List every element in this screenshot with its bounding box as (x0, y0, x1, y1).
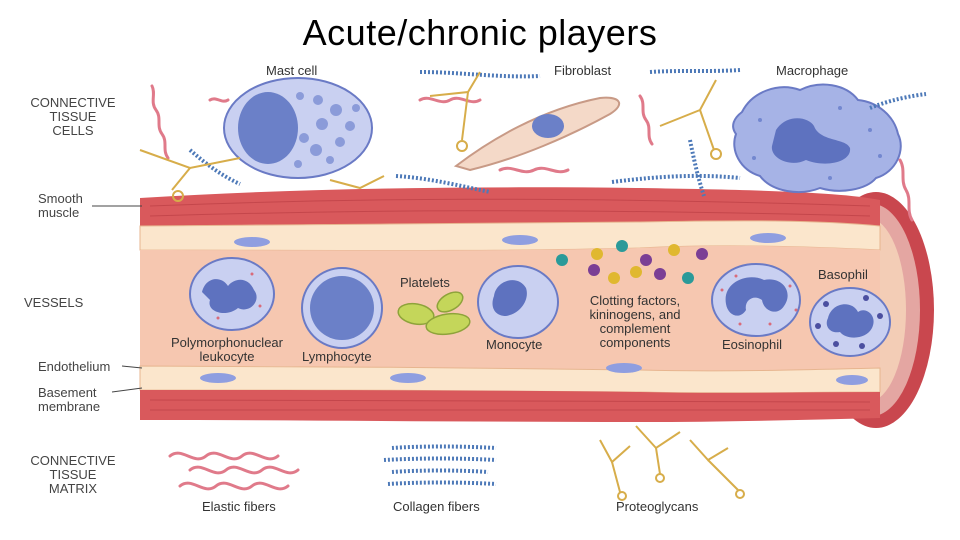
vessel-upper-wall (140, 187, 880, 226)
endothelial-nuclei (200, 233, 868, 385)
label-proteoglycans: Proteoglycans (616, 499, 699, 514)
vessel-lower-endothelium (139, 365, 881, 394)
vessel-lower-wall (140, 390, 880, 422)
pmn-cell (189, 257, 275, 331)
matrix-collagen-fibers (383, 444, 497, 486)
matrix-elastic-fibers (168, 451, 300, 491)
eosinophil (711, 263, 801, 337)
label-eosinophil: Eosinophil (722, 337, 782, 352)
label-smooth-muscle: Smooth muscle (38, 191, 83, 220)
top-collagen-fibers (188, 68, 927, 197)
label-mast-cell: Mast cell (266, 63, 318, 78)
matrix-proteoglycans (599, 425, 745, 501)
label-connective-tissue-matrix: CONNECTIVE TISSUE MATRIX (30, 453, 116, 496)
mast-cell (223, 77, 373, 179)
label-clotting-factors: Clotting factors, kininogens, and comple… (589, 293, 681, 350)
label-connective-tissue-cells: CONNECTIVE TISSUE CELLS (30, 95, 116, 138)
clotting-factor-spheres (556, 240, 708, 284)
top-elastic-fibers (150, 84, 914, 222)
label-lymphocyte: Lymphocyte (302, 349, 372, 364)
label-endothelium: Endothelium (38, 359, 111, 374)
platelets (397, 291, 471, 336)
page-title: Acute/chronic players (302, 12, 658, 53)
label-elastic-fibers: Elastic fibers (202, 499, 276, 514)
macrophage (732, 83, 902, 193)
basophil (809, 287, 891, 357)
lymphocyte (301, 267, 383, 349)
label-leader-lines (92, 205, 143, 393)
monocyte (477, 265, 559, 339)
label-basophil: Basophil (818, 267, 868, 282)
top-proteoglycans (139, 71, 722, 202)
label-pmn: Polymorphonuclear leukocyte (170, 335, 283, 364)
label-collagen-fibers: Collagen fibers (393, 499, 480, 514)
label-monocyte: Monocyte (486, 337, 543, 352)
label-platelets: Platelets (400, 275, 450, 290)
label-fibroblast: Fibroblast (554, 63, 612, 78)
label-vessels: VESSELS (24, 295, 84, 310)
fibroblast (453, 96, 621, 172)
label-macrophage: Macrophage (776, 63, 849, 78)
label-basement-membrane: Basement membrane (38, 385, 101, 414)
